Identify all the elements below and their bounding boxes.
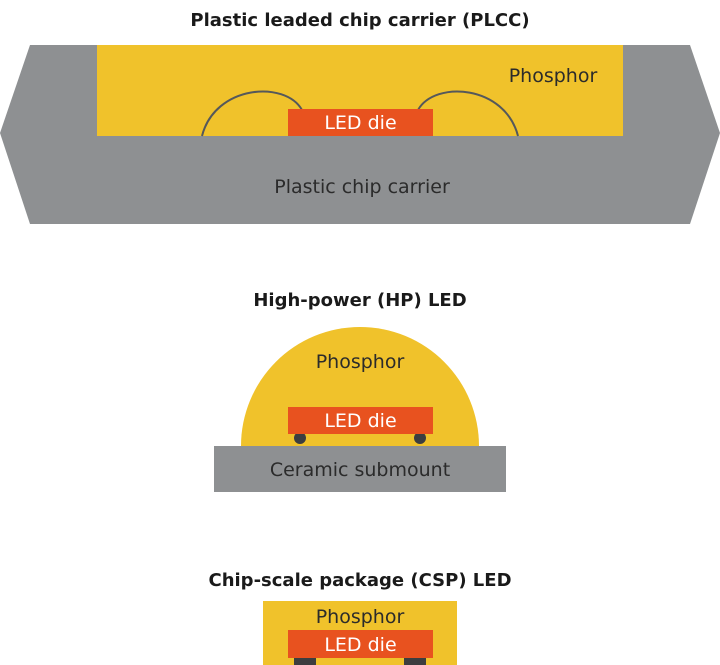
hp-phosphor-label: Phosphor — [316, 351, 405, 373]
plcc-bond-wire-left — [201, 90, 303, 137]
hp-submount-label: Ceramic submount — [270, 459, 450, 481]
csp-contact-right — [404, 658, 426, 665]
csp-contact-left — [294, 658, 316, 665]
plcc-led-die — [288, 109, 433, 136]
csp-title: Chip-scale package (CSP) LED — [208, 570, 511, 591]
hp-title: High-power (HP) LED — [253, 290, 466, 311]
plcc-bond-wire-right — [417, 90, 519, 137]
plcc-title: Plastic leaded chip carrier (PLCC) — [190, 10, 529, 31]
csp-led-die-label: LED die — [324, 634, 396, 656]
hp-led-die — [288, 407, 433, 434]
hp-contact-right — [414, 432, 426, 444]
plcc-carrier-label: Plastic chip carrier — [274, 176, 450, 198]
hp-contact-left — [294, 432, 306, 444]
plcc-led-die-label: LED die — [324, 112, 396, 134]
hp-ceramic-submount — [214, 446, 506, 492]
csp-phosphor-label: Phosphor — [316, 606, 405, 628]
plcc-phosphor-label: Phosphor — [509, 65, 598, 87]
hp-led-die-label: LED die — [324, 410, 396, 432]
csp-led-die — [288, 630, 433, 658]
